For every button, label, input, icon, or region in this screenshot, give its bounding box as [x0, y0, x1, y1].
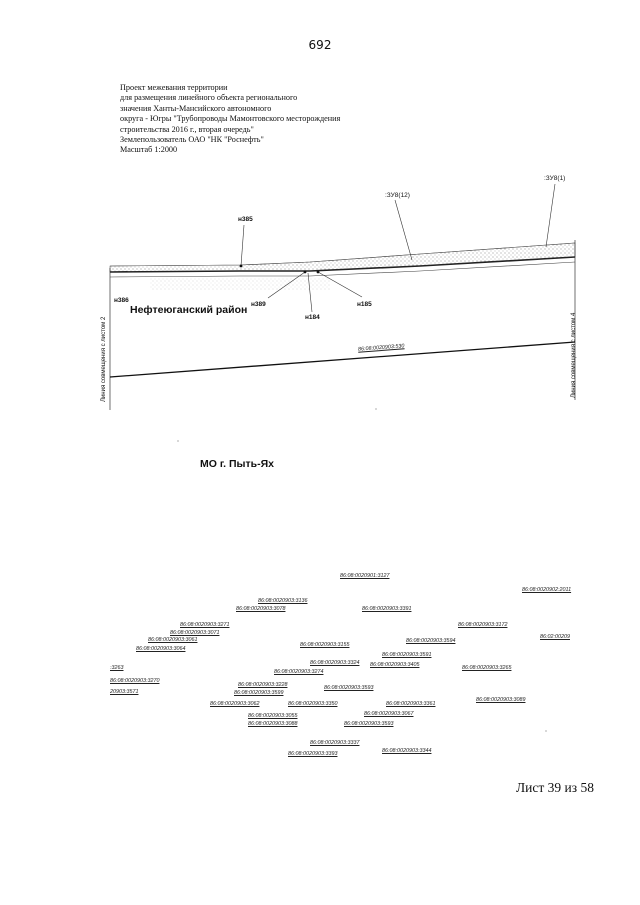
- corridor-top-line: [109, 242, 576, 267]
- header-line: строительства 2016 г., вторая очередь": [120, 124, 254, 134]
- leader-n389: [267, 271, 306, 299]
- leader-zu8-12: [394, 199, 413, 261]
- point-marker: [316, 270, 320, 274]
- leader-n385: [240, 224, 245, 267]
- parcel-label: 86:08:0020902:2011: [522, 587, 572, 593]
- label-n385: н385: [238, 216, 253, 223]
- parcel-label: :3263: [110, 665, 124, 671]
- parcel-label: 86:08:0020901:3127: [340, 573, 390, 579]
- match-line-left-label: Линия совмещения с листом 2: [101, 316, 107, 402]
- header-scale: Масштаб 1:2000: [120, 145, 178, 155]
- project-header: Проект межевания территории для размещен…: [120, 83, 380, 156]
- parcel-label: 86:08:0020903:3172: [458, 622, 508, 628]
- page-number: 692: [308, 38, 332, 52]
- sheet-number: Лист 39 из 58: [516, 780, 594, 795]
- corridor-bottom-line: [109, 261, 576, 278]
- parcel-label: 86:08:0020903:3061: [148, 637, 198, 643]
- stray-mark: [177, 440, 179, 442]
- parcel-label: 86:08:0020903:3361: [386, 701, 436, 707]
- parcel-label: 86:08:0020903:3391: [362, 606, 412, 612]
- parcel-label: 86:08:0020903:3337: [310, 740, 360, 746]
- point-marker: [239, 264, 243, 268]
- stray-mark: [375, 408, 377, 410]
- parcel-label: 86:08:0020903:3405: [370, 662, 420, 668]
- header-line: округа - Югры "Трубопроводы Мамонтовског…: [120, 114, 341, 124]
- region-pyt-yakh: МО г. Пыть-Ях: [200, 458, 274, 470]
- match-line-right-label: Линия совмещения с листом 4: [571, 312, 577, 398]
- label-zu8-12: :ЗУ8(12): [385, 192, 410, 199]
- parcel-label: 86:08:0020903:3350: [288, 701, 338, 707]
- parcel-label: 86:08:0020903:3591: [382, 652, 432, 658]
- label-n389: н389: [251, 301, 266, 308]
- parcel-label: 86:08:0020903:3064: [136, 646, 186, 652]
- label-n184: н184: [305, 314, 320, 321]
- parcel-label: 86:08:0020903:3071: [170, 630, 220, 636]
- parcel-label: 86:08:0020903:3055: [248, 713, 298, 719]
- parcel-label: 86:08:0020903:3155: [300, 642, 350, 648]
- parcel-label: 86:08:0020903:3062: [210, 701, 260, 707]
- label-n386: н386: [114, 297, 129, 304]
- parcel-label: 86:08:0020903:3593: [324, 685, 374, 691]
- parcel-label: 86:08:0020903:3136: [258, 598, 308, 604]
- parcel-label: 86:08:0020903:3265: [462, 665, 512, 671]
- parcel-label: 86:08:0020903:3344: [382, 748, 432, 754]
- parcel-label: 86:08:0020903:3089: [476, 697, 526, 703]
- header-line: для размещения линейного объекта региона…: [120, 93, 298, 103]
- parcel-label: 86:08:0020903:3599: [234, 690, 284, 696]
- stray-mark: [545, 730, 547, 732]
- parcel-label: 86:08:0020903:3088: [248, 721, 298, 727]
- parcel-label: 86:08:0020903:3228: [238, 682, 288, 688]
- parcel-label: 86:08:0020903:3274: [274, 669, 324, 675]
- leader-n184: [307, 272, 313, 313]
- header-line: Проект межевания территории: [120, 83, 228, 92]
- parcel-label: 86:08:0020903:3078: [236, 606, 286, 612]
- parcel-label: 86:08:0020903:3271: [180, 622, 230, 628]
- parcel-label: 86:08:0020903:3393: [288, 751, 338, 757]
- point-marker: [303, 270, 307, 274]
- parcel-label: 86:08:0020903:3594: [406, 638, 456, 644]
- label-zu8-1: :ЗУ8(1): [544, 175, 566, 182]
- parcel-label: 20903:3571: [110, 689, 139, 695]
- pipeline-corridor: [109, 242, 576, 273]
- leader-zu8-1: [545, 183, 556, 248]
- header-line: Землепользователь ОАО "НК "Роснефть": [120, 135, 264, 145]
- leader-n185: [317, 271, 363, 298]
- region-nefteyugansk: Нефтеюганский район: [130, 304, 248, 316]
- parcel-label: 86:08:0020903:3067: [364, 711, 414, 717]
- label-n185: н185: [357, 301, 372, 308]
- dotted-area: [150, 278, 330, 290]
- parcel-label: 86:08:0020903:3593: [344, 721, 394, 727]
- parcel-label: 86:08:0020903:3324: [310, 660, 360, 666]
- parcel-label: 86:08:0020903:3270: [110, 678, 160, 684]
- corridor-boundary-line: [109, 256, 576, 273]
- parcel-boundary-line: [109, 341, 576, 378]
- parcel-label: 86:02:00209: [540, 634, 570, 640]
- header-line: значения Ханты-Мансийского автономного: [120, 103, 272, 113]
